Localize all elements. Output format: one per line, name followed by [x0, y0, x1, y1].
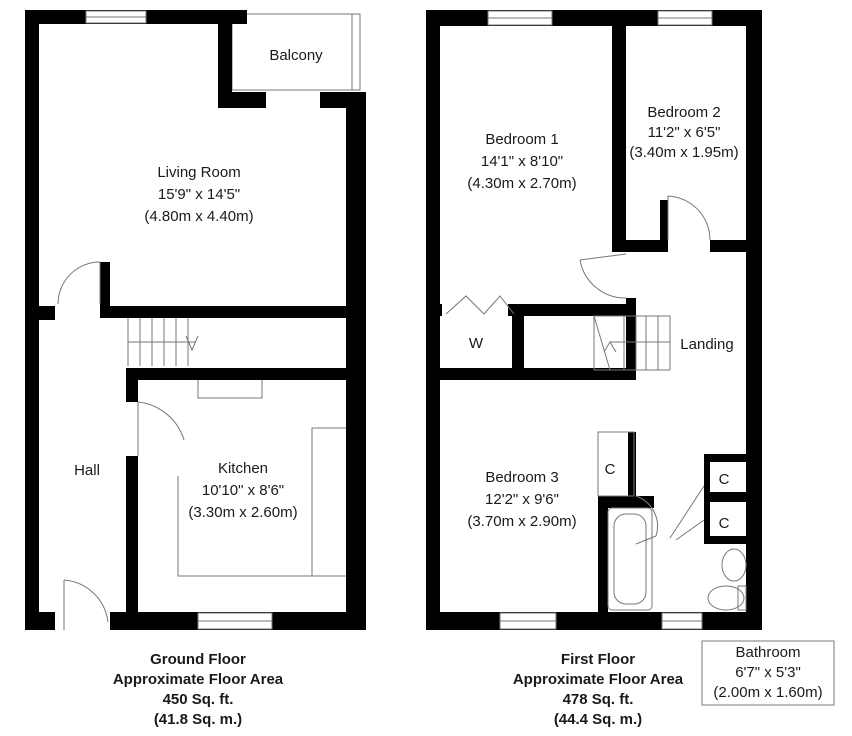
bedroom3-imperial: 12'2" x 9'6" [485, 491, 559, 508]
bedroom3-top-wall [426, 368, 636, 380]
kitchen-door [137, 401, 185, 456]
first-floor-subtitle: Approximate Floor Area [513, 671, 684, 688]
wardrobe-label: W [469, 335, 484, 352]
ground-floor-title: Ground Floor [150, 651, 246, 668]
first-floor-sqft: 478 Sq. ft. [563, 691, 634, 708]
bathroom-top-wall [598, 496, 654, 508]
bedroom2-metric: (3.40m x 1.95m) [629, 144, 738, 161]
bedroom3-metric: (3.70m x 2.90m) [467, 513, 576, 530]
living-room-name: Living Room [157, 164, 240, 181]
kitchen-top-wall [126, 368, 366, 380]
ground-floor-plan [25, 10, 366, 630]
wardrobe-doors [445, 295, 515, 315]
ground-floor-sqm: (41.8 Sq. m.) [154, 711, 242, 728]
first-floor-stairs [593, 315, 671, 371]
bedroom2-door [667, 195, 711, 241]
front-door [63, 579, 109, 630]
toilet-cistern [737, 585, 747, 611]
balcony-left-return [218, 92, 266, 108]
cupboard-a-outline [597, 431, 635, 497]
bedroom2-bottom-wall-right [710, 240, 762, 252]
toilet-icon [707, 585, 745, 611]
wardrobe-top-ledge [426, 304, 442, 316]
bedroom1-imperial: 14'1" x 8'10" [481, 153, 563, 170]
ff-right-wall [746, 10, 762, 630]
living-room-imperial: 15'9" x 14'5" [158, 186, 240, 203]
balcony-door [351, 13, 361, 91]
bottom-wall-left [25, 612, 55, 630]
kitchen-metric: (3.30m x 2.60m) [188, 504, 297, 521]
bedroom2-name: Bedroom 2 [647, 104, 720, 121]
balcony-left-wall [218, 10, 232, 108]
hall-label: Hall [74, 462, 100, 479]
cupboard-b-label: C [719, 471, 730, 488]
bedroom1-metric: (4.30m x 2.70m) [467, 175, 576, 192]
washbasin-icon [721, 548, 747, 582]
wardrobe-right-wall [512, 304, 524, 372]
bedroom1-name: Bedroom 1 [485, 131, 558, 148]
bedroom2-door-jamb [660, 200, 668, 252]
bedroom2-bottom-wall-left [612, 240, 666, 252]
bathroom-left-wall [598, 496, 608, 630]
bedroom3-name: Bedroom 3 [485, 469, 558, 486]
first-floor-title: First Floor [561, 651, 635, 668]
cupboard-left-wall [704, 454, 710, 544]
bedroom2-imperial: 11'2" x 6'5" [648, 124, 721, 141]
bedroom2-left-wall [612, 10, 626, 246]
bath-tub-inner [613, 513, 647, 605]
bathroom-metric: (2.00m x 1.60m) [713, 684, 822, 701]
bedroom1-bottom-wall [508, 304, 628, 316]
right-wall [346, 92, 366, 630]
ff-left-wall [426, 10, 440, 630]
first-floor-plan [426, 10, 835, 706]
cupboard-divider [704, 492, 746, 502]
kitchen-left-wall-lower [126, 456, 138, 630]
cupboard-doors [669, 485, 705, 541]
cupboard-c-label: C [719, 515, 730, 532]
hall-partition-ledge [25, 306, 55, 320]
cupboard-c-bottom-wall [704, 536, 746, 544]
ff-stairs-arrow-icon [603, 341, 617, 353]
hall-partition-upper [100, 262, 110, 318]
first-floor-sqm: (44.4 Sq. m.) [554, 711, 642, 728]
bath-tub [607, 507, 653, 611]
living-room-bottom-wall [100, 306, 366, 318]
cupboard-a-label: C [605, 461, 616, 478]
living-room-metric: (4.80m x 4.40m) [144, 208, 253, 225]
stairs-arrow-icon [185, 335, 199, 352]
kitchen-hob [197, 380, 263, 399]
ff-bottom-wall [426, 612, 762, 630]
kitchen-imperial: 10'10" x 8'6" [202, 482, 284, 499]
bathroom-label-box [701, 640, 835, 706]
kitchen-worktop [177, 427, 346, 577]
bedroom1-door [579, 253, 627, 299]
cupboard-a-right-wall [628, 432, 636, 508]
living-room-door [57, 261, 101, 305]
landing-partition [626, 298, 636, 380]
balcony-label: Balcony [269, 47, 323, 64]
bathroom-imperial: 6'7" x 5'3" [735, 664, 801, 681]
ground-floor-sqft: 450 Sq. ft. [163, 691, 234, 708]
ground-stairs [127, 318, 199, 366]
bathroom-name: Bathroom [735, 644, 800, 661]
kitchen-name: Kitchen [218, 460, 268, 477]
ground-floor-subtitle: Approximate Floor Area [113, 671, 284, 688]
cupboard-b-top-wall [704, 454, 746, 462]
landing-label: Landing [680, 336, 733, 353]
kitchen-left-wall-upper [126, 368, 138, 402]
